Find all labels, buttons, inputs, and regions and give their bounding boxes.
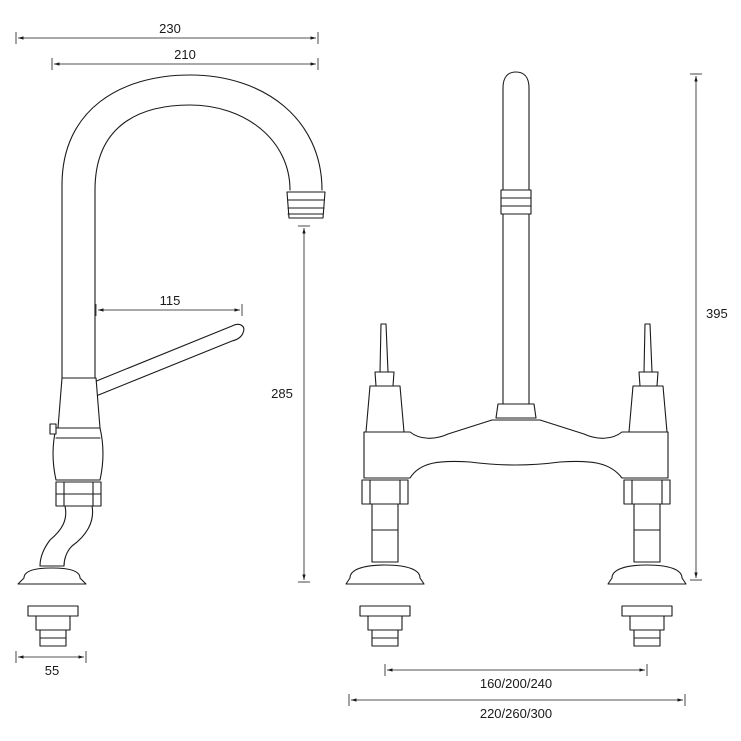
dim-label-overall-reach: 230 xyxy=(159,21,181,36)
dim-label-tap-centres: 160/200/240 xyxy=(480,676,552,691)
front-spout-nozzle xyxy=(500,189,532,215)
dimension-lever-length: 115 xyxy=(95,293,243,316)
dim-label-spout-reach: 210 xyxy=(174,47,196,62)
spout-collar xyxy=(495,403,537,419)
left-tap-head xyxy=(365,323,405,433)
lever-handle xyxy=(93,323,245,397)
dimension-spout-reach: 210 xyxy=(51,47,319,70)
side-view xyxy=(17,74,326,647)
dim-label-lever-length: 115 xyxy=(160,293,181,308)
spout-inner-curve xyxy=(94,104,291,379)
dim-label-overall-width: 220/260/300 xyxy=(480,706,552,721)
backnut-body xyxy=(35,615,71,631)
base-flange xyxy=(17,567,87,585)
dimension-overall-reach: 230 xyxy=(15,21,319,44)
dim-label-base-width: 55 xyxy=(45,663,59,678)
dimension-tap-centres: 160/200/240 xyxy=(384,664,648,691)
valve-body-upper xyxy=(57,377,101,429)
spout-nozzle xyxy=(286,191,326,219)
valve-body-shroud xyxy=(52,427,104,481)
front-view xyxy=(345,71,687,647)
dim-label-overall-height: 395 xyxy=(706,306,728,321)
front-spout xyxy=(502,71,530,405)
right-tap-head xyxy=(628,323,668,433)
backnut xyxy=(27,605,79,617)
spout-outer-curve xyxy=(61,74,323,379)
dim-label-spout-height: 285 xyxy=(271,386,293,401)
side-stud xyxy=(49,423,57,435)
dimension-base-width: 55 xyxy=(15,651,87,678)
dimension-overall-width: 220/260/300 xyxy=(348,694,686,721)
dimension-overall-height: 395 xyxy=(690,73,728,581)
bridge-body xyxy=(363,419,669,479)
cranked-tail xyxy=(39,505,94,567)
right-leg xyxy=(607,479,687,647)
left-leg xyxy=(345,479,425,647)
dimension-spout-height: 285 xyxy=(271,225,310,583)
